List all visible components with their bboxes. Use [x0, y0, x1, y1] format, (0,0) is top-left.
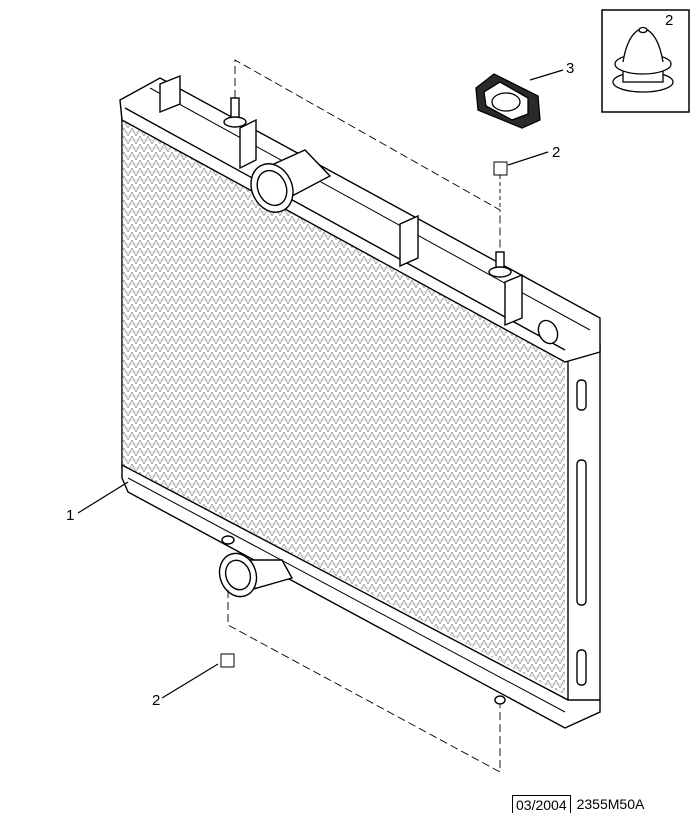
- callout-lower-plug: 2: [152, 692, 161, 709]
- drawing-date: 03/2004: [512, 795, 571, 813]
- rubber-plug-icon: [612, 26, 674, 93]
- side-slot-middle: [576, 459, 587, 606]
- clip-part: [475, 73, 541, 129]
- side-slot-upper: [576, 379, 587, 411]
- leader-upper-plug: [507, 151, 549, 166]
- callout-inset-plug: 2: [665, 12, 674, 29]
- side-slot-lower: [576, 649, 587, 686]
- leader-lower-plug: [161, 663, 219, 699]
- lower-pin-left: [221, 535, 235, 545]
- upper-hose-outlet: [250, 149, 332, 213]
- top-clip-left: [159, 74, 181, 114]
- bottom-tank: [121, 463, 601, 729]
- lower-plug-symbol: [220, 653, 235, 668]
- radiator: [119, 74, 601, 729]
- upper-plug-symbol: [493, 161, 508, 176]
- leader-lines: [77, 69, 564, 699]
- drawing-reference: 2355M50A: [576, 796, 645, 812]
- lower-pin-right: [494, 695, 506, 705]
- leader-radiator: [77, 481, 129, 514]
- lower-hose-outlet: [218, 552, 294, 598]
- drawing-footer: 03/2004 2355M50A: [512, 795, 644, 813]
- inset-plug-box: [601, 9, 690, 113]
- top-clip-center: [399, 214, 419, 268]
- top-clip-right: [504, 273, 523, 327]
- callout-clip: 3: [566, 60, 575, 77]
- callout-radiator: 1: [66, 507, 75, 524]
- callout-upper-plug: 2: [552, 144, 561, 161]
- top-tank-seam: [124, 107, 566, 351]
- top-clip-middle: [239, 118, 257, 170]
- upper-pin-right: [488, 251, 512, 278]
- leader-clip: [529, 69, 564, 81]
- assembly-lines: [227, 59, 501, 773]
- right-small-outlet: [537, 319, 559, 345]
- upper-pin-left: [223, 97, 247, 128]
